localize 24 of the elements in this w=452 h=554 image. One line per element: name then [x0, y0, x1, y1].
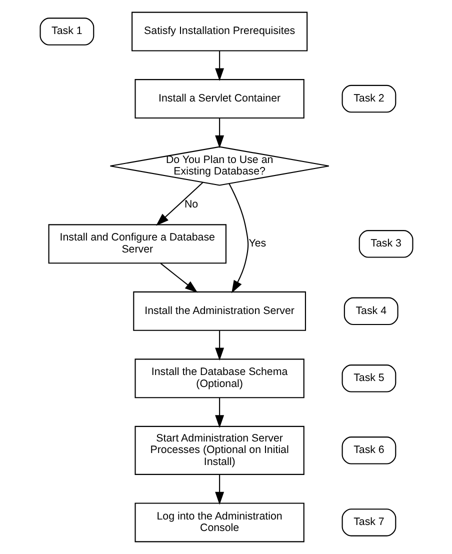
- arrow: [214, 118, 224, 148]
- arrow: [214, 474, 224, 505]
- arrow: [228, 183, 248, 294]
- node-box: Install the Database Schema (Optional): [134, 358, 304, 398]
- node-box: Start Administration Server Processes (Optional on Initial Install): [134, 426, 304, 475]
- node-box: Task 1: [39, 18, 94, 46]
- node-box: Task 4: [343, 297, 398, 326]
- node-box: Task 7: [341, 508, 396, 536]
- arrow: [214, 51, 224, 82]
- arrow: [160, 263, 198, 293]
- arrow: [214, 398, 224, 428]
- node-box: Log into the Administration Console: [134, 502, 304, 542]
- arrow: [155, 182, 203, 226]
- node-box: Task 5: [341, 364, 396, 392]
- node-box: Install a Servlet Container: [134, 79, 304, 119]
- edge-label: Yes: [248, 238, 266, 250]
- node-box: Satisfy Installation Prerequisites: [131, 12, 308, 52]
- edge-label: No: [184, 198, 198, 211]
- node-box: Task 2: [341, 84, 396, 113]
- node-box: Task 3: [358, 230, 413, 258]
- arrow: [214, 330, 224, 361]
- node-box: Install and Configure a Database Server: [48, 224, 226, 264]
- node-box: Install the Administration Server: [132, 291, 306, 331]
- node-box: Task 6: [341, 436, 396, 464]
